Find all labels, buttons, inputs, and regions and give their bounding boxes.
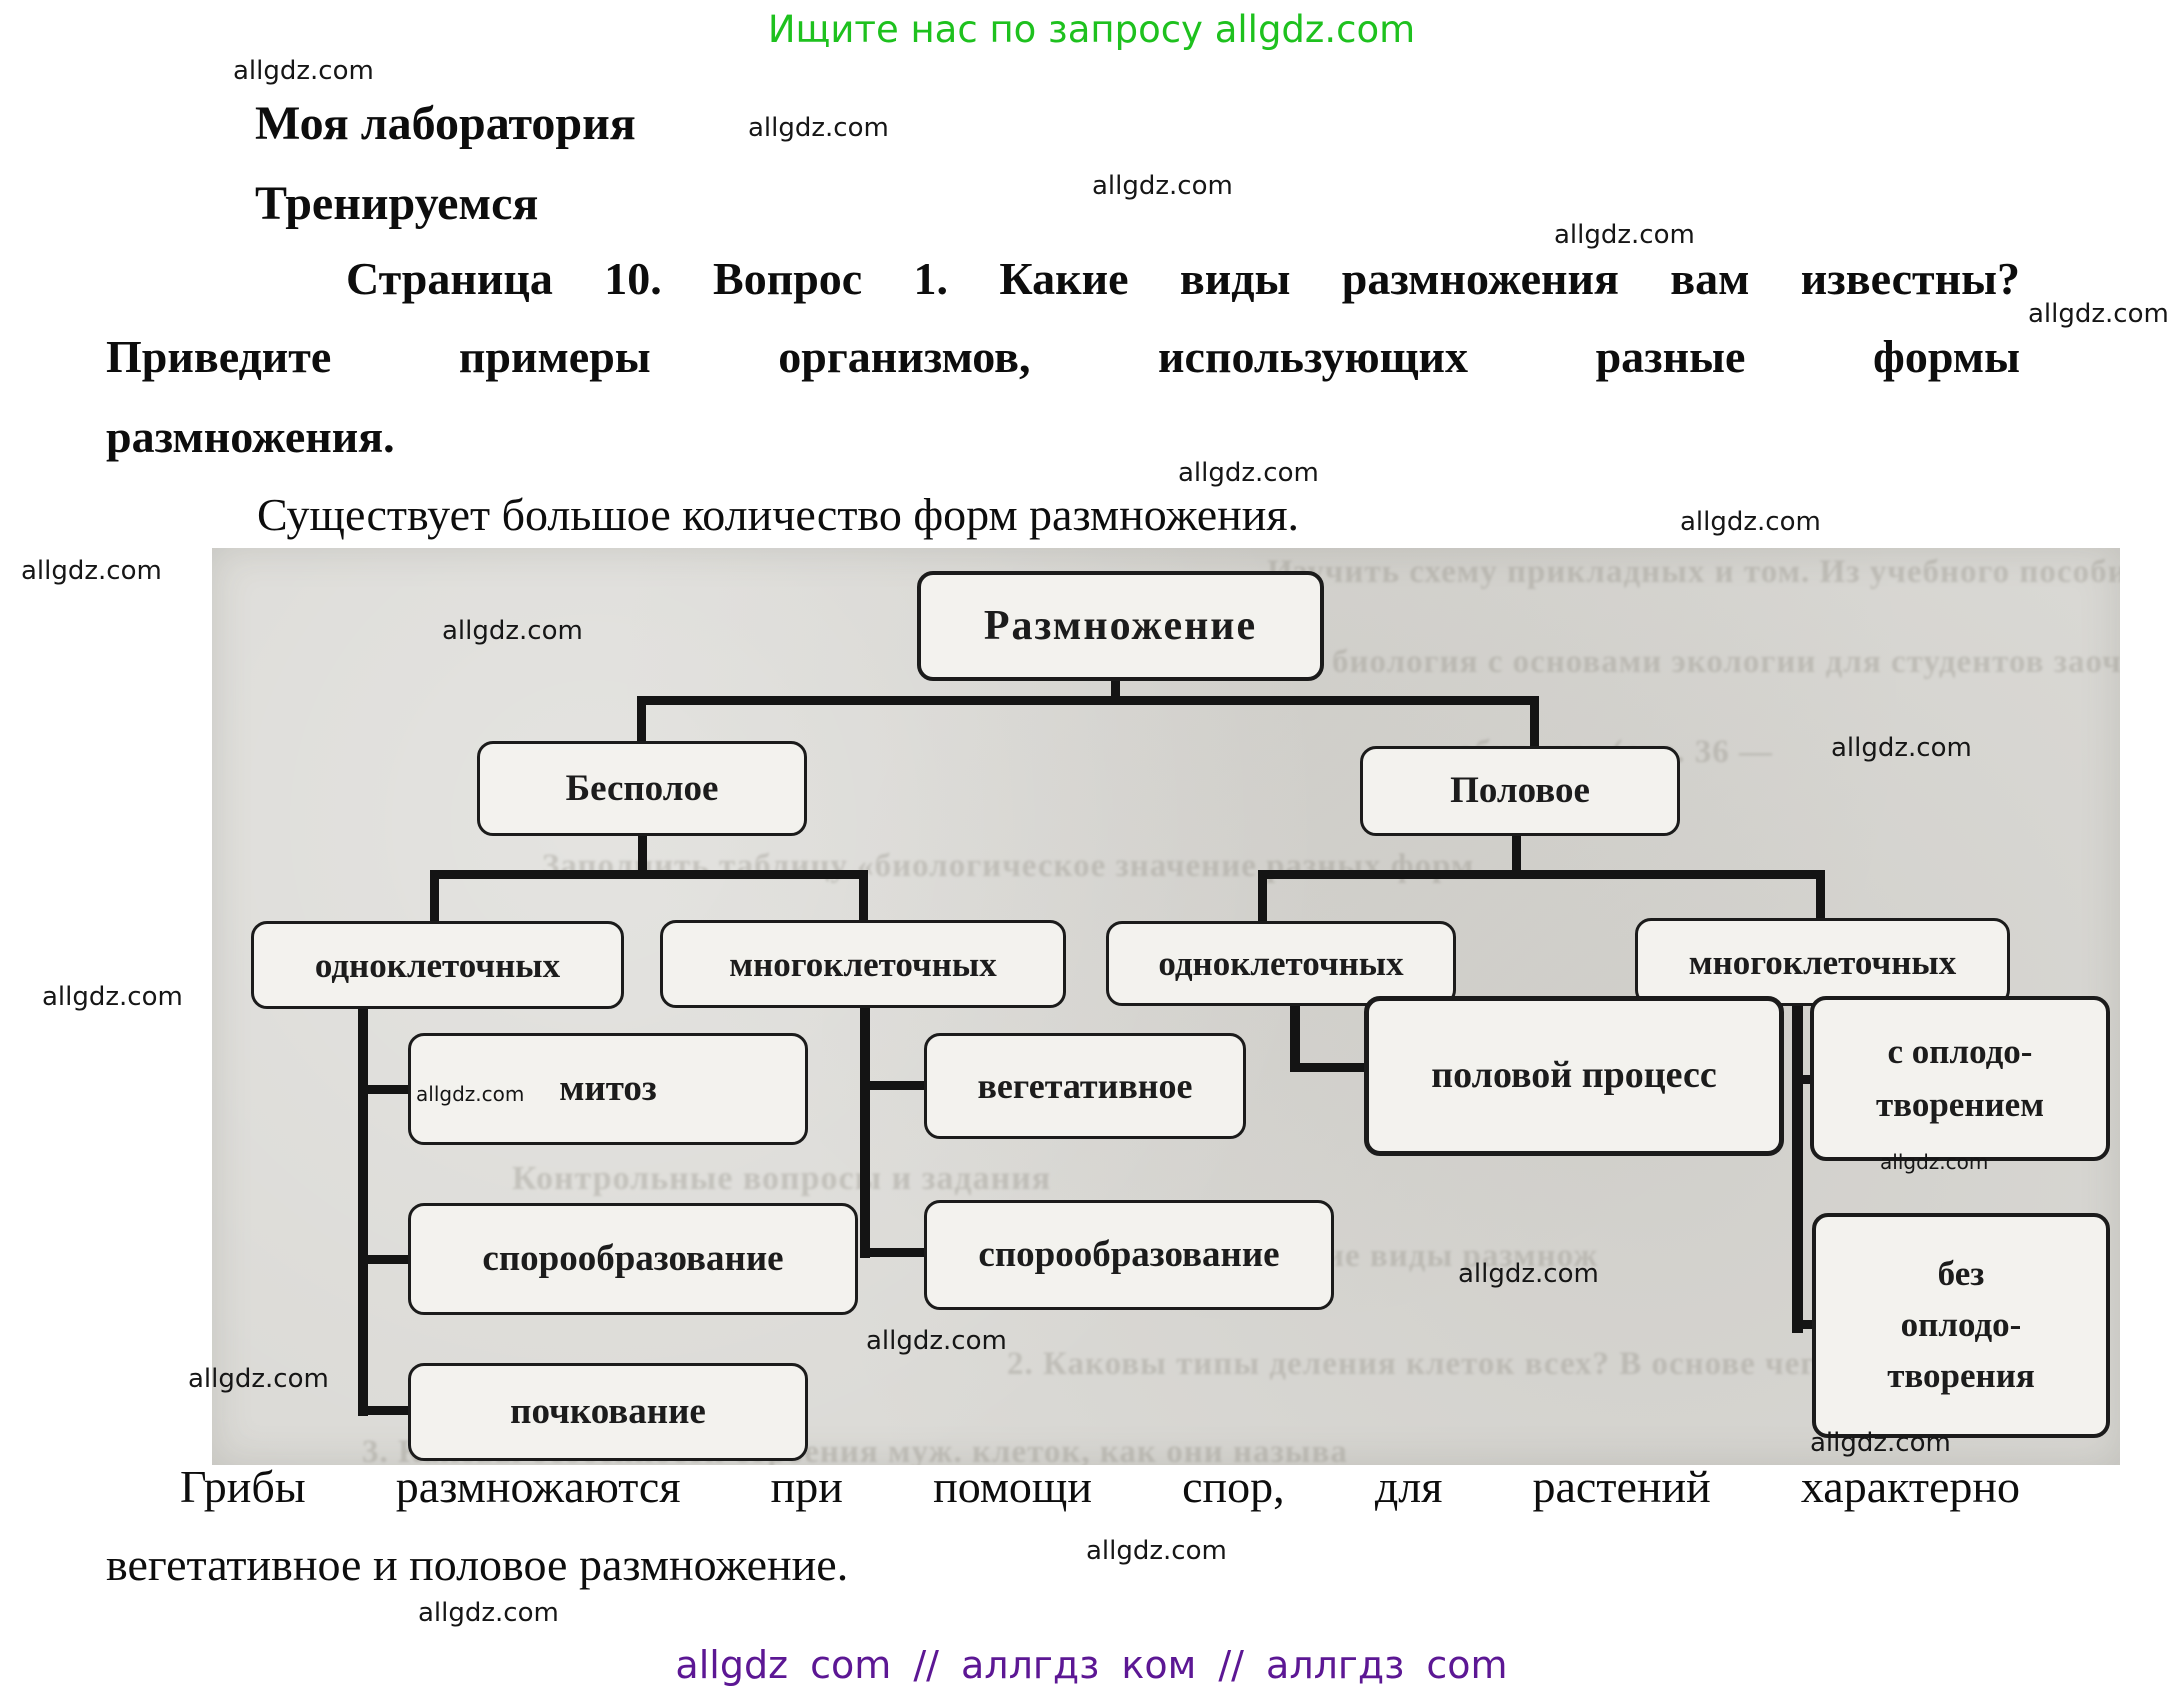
connector: [1816, 870, 1825, 922]
connector: [1792, 1320, 1818, 1329]
connector: [638, 836, 647, 876]
connector: [1258, 870, 1267, 926]
connector: [1258, 870, 1825, 879]
scanned-diagram-sheet: Изучить схему прикладных и том. Из учебн…: [212, 548, 2120, 1465]
connector: [1290, 1006, 1300, 1072]
scan-bleed-text: 2. Каковы типы деления клеток всех? В ос…: [1007, 1346, 1954, 1382]
diagram-node-mitosis: митоз: [408, 1033, 808, 1145]
footer-keywords: allgdz com // аллгдз ком // аллгдз com: [675, 1643, 1508, 1687]
diagram-node-reproduction: Размножение: [917, 571, 1324, 681]
allgdz-watermark: allgdz.com: [1086, 1536, 1227, 1566]
diagram-node-vegetative: вегетативное: [924, 1033, 1246, 1139]
connector: [860, 1248, 930, 1257]
connector: [358, 1255, 414, 1264]
allgdz-watermark: allgdz.com: [2028, 299, 2169, 329]
search-query-banner: Ищите нас по запросу allgdz.com: [767, 8, 1416, 51]
connector: [358, 1406, 414, 1415]
diagram-node-asexual-unicellular: одноклеточных: [251, 921, 624, 1009]
conclusion-line-2: вегетативное и половое размножение.: [106, 1539, 849, 1590]
diagram-node-sporulation-multicellular: спорообразование: [924, 1200, 1334, 1310]
connector: [1111, 681, 1120, 699]
allgdz-watermark: allgdz.com: [1178, 458, 1319, 488]
connector: [1530, 696, 1539, 751]
allgdz-watermark: allgdz.com: [748, 113, 889, 143]
allgdz-watermark: allgdz.com: [1810, 1428, 1951, 1458]
connector: [1512, 836, 1521, 876]
intro-sentence: Существует большое количество форм размн…: [257, 489, 1300, 540]
diagram-node-sexual-process: половой процесс: [1364, 996, 1784, 1156]
question-line-1: Страница 10. Вопрос 1. Какие виды размно…: [346, 253, 2020, 304]
allgdz-watermark: allgdz.com: [1831, 733, 1972, 763]
heading-training: Тренируемся: [255, 177, 539, 230]
heading-my-lab: Моя лаборатория: [255, 97, 636, 150]
label-line: без: [1937, 1254, 1985, 1294]
connector: [358, 1006, 368, 1416]
label-line: творения: [1887, 1355, 2035, 1395]
connector: [1290, 1063, 1370, 1072]
label-line: творением: [1875, 1084, 2045, 1124]
connector: [859, 870, 868, 924]
allgdz-watermark: allgdz.com: [1554, 220, 1695, 250]
question-line-2: Приведите примеры организмов, использующ…: [106, 331, 2020, 382]
allgdz-watermark: allgdz.com: [1458, 1259, 1599, 1289]
question-line-3: размножения.: [106, 411, 395, 462]
label-line: оплодо-: [1900, 1305, 2022, 1345]
connector: [430, 870, 868, 879]
scan-bleed-text: биология с основами экологии для студент…: [1332, 644, 2120, 680]
scan-bleed-text: Заполнить таблицу «биологическое значени…: [542, 848, 1475, 884]
diagram-node-sexual: Половое: [1360, 746, 1680, 836]
allgdz-watermark: allgdz.com: [1880, 1150, 1989, 1174]
allgdz-watermark: allgdz.com: [418, 1598, 559, 1628]
label-line: с оплодо-: [1887, 1032, 2033, 1071]
diagram-node-sporulation-asexual: спорообразование: [408, 1203, 858, 1315]
allgdz-watermark: allgdz.com: [866, 1326, 1007, 1356]
diagram-node-without-fertilization: без оплодо- творения: [1812, 1213, 2110, 1438]
allgdz-watermark: allgdz.com: [416, 1082, 525, 1106]
diagram-node-asexual: Бесполое: [477, 741, 807, 836]
allgdz-watermark: allgdz.com: [188, 1364, 329, 1394]
diagram-node-asexual-multicellular: многоклеточных: [660, 920, 1066, 1008]
diagram-node-with-fertilization: с оплодо- творением: [1810, 996, 2110, 1161]
diagram-node-budding: почкование: [408, 1363, 808, 1461]
connector: [358, 1085, 414, 1094]
scan-bleed-text: Изучить схему прикладных и том. Из учебн…: [1267, 554, 2120, 590]
conclusion-line-1: Грибы размножаются при помощи спор, для …: [180, 1461, 2020, 1512]
connector: [860, 1081, 930, 1090]
allgdz-watermark: allgdz.com: [42, 982, 183, 1012]
allgdz-watermark: allgdz.com: [233, 56, 374, 86]
allgdz-watermark: allgdz.com: [21, 556, 162, 586]
scan-bleed-text: Контрольные вопросы и задания: [512, 1160, 1052, 1197]
connector: [637, 696, 646, 746]
connector: [1792, 1003, 1803, 1333]
allgdz-watermark: allgdz.com: [1092, 171, 1233, 201]
diagram-node-sexual-multicellular: многоклеточных: [1635, 918, 2010, 1006]
allgdz-watermark: allgdz.com: [442, 616, 583, 646]
connector: [430, 870, 439, 926]
connector: [637, 696, 1539, 705]
connector: [860, 1006, 870, 1258]
diagram-node-sexual-unicellular: одноклеточных: [1106, 921, 1456, 1006]
allgdz-watermark: allgdz.com: [1680, 507, 1821, 537]
connector: [1792, 1075, 1816, 1084]
